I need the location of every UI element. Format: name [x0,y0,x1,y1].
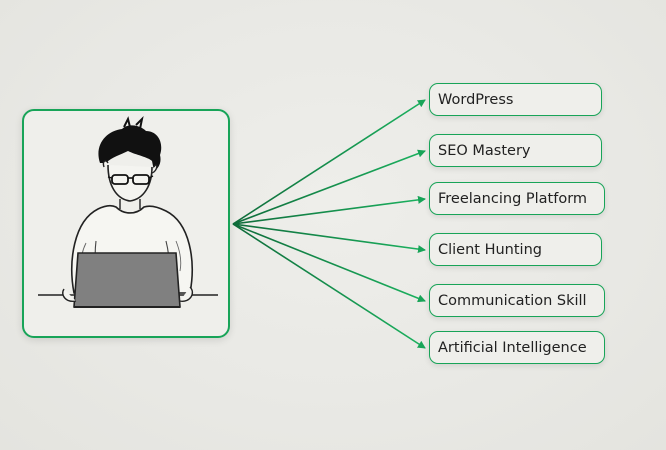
arrow-to-artificial-intelligence [232,223,426,349]
skill-label: WordPress [438,91,514,108]
skill-box-communication-skill: Communication Skill [429,284,605,317]
arrow-to-freelancing-platform [232,195,426,225]
skill-label: Client Hunting [438,241,542,258]
person-illustration-card [22,109,230,338]
skill-box-freelancing-platform: Freelancing Platform [429,182,605,215]
arrow-to-wordpress [232,99,426,225]
skill-box-wordpress: WordPress [429,83,602,116]
skill-label: SEO Mastery [438,142,531,159]
skill-box-client-hunting: Client Hunting [429,233,602,266]
skill-box-seo-mastery: SEO Mastery [429,134,602,167]
skill-label: Communication Skill [438,292,587,309]
skill-label: Freelancing Platform [438,190,588,207]
arrow-to-client-hunting [232,223,426,254]
skill-box-artificial-intelligence: Artificial Intelligence [429,331,605,364]
skill-label: Artificial Intelligence [438,339,587,356]
arrow-to-seo-mastery [232,149,426,225]
person-with-laptop-icon [38,115,218,308]
arrow-to-communication-skill [232,223,426,303]
